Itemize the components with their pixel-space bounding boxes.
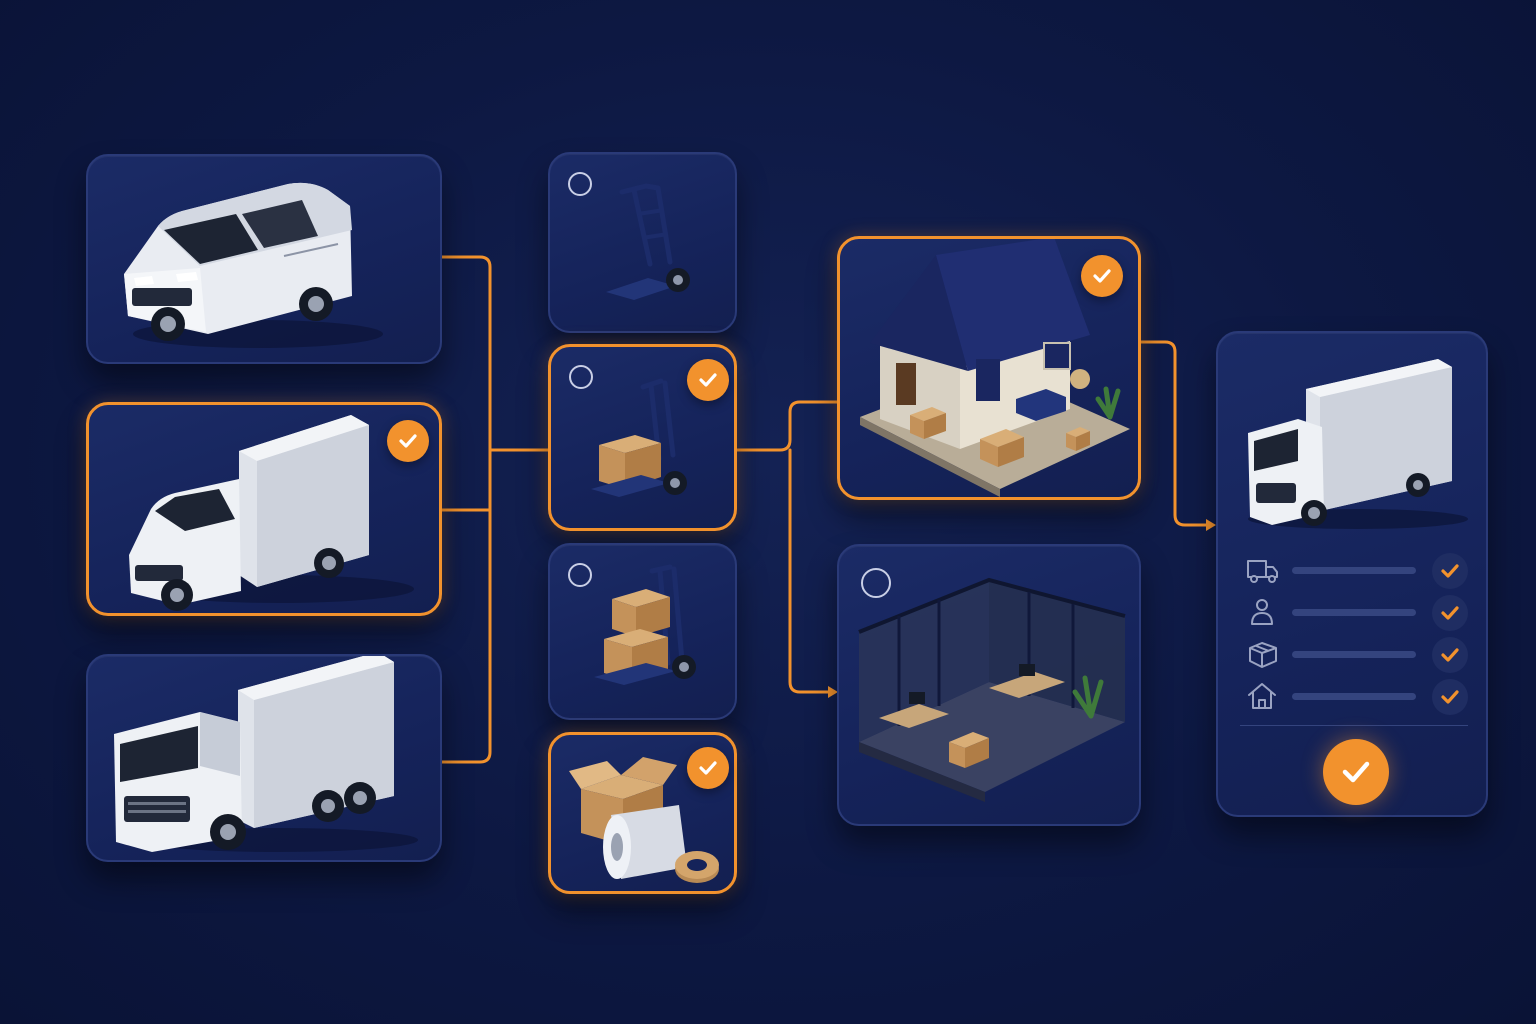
equipment-card-empty-hand-truck[interactable]: [548, 152, 737, 333]
summary-bar: [1292, 693, 1416, 700]
summary-row-destination: [1246, 677, 1474, 717]
row-check-icon: [1432, 553, 1468, 589]
packing-supplies-illustration: [569, 757, 719, 883]
summary-row-movers: [1246, 593, 1474, 633]
summary-bar: [1292, 567, 1416, 574]
box-icon: [1249, 642, 1277, 668]
summary-row-supplies: [1246, 635, 1474, 675]
order-summary-panel: [1216, 331, 1488, 817]
row-check-icon: [1432, 595, 1468, 631]
row-check-icon: [1432, 637, 1468, 673]
vehicle-card-small-van[interactable]: [86, 154, 442, 364]
truck-icon: [1247, 560, 1278, 583]
equipment-card-packing-supplies[interactable]: [548, 732, 737, 894]
large-truck-illustration: [114, 656, 418, 852]
check-icon: [1342, 761, 1370, 783]
house-illustration: [860, 239, 1130, 497]
selected-check-icon: [387, 420, 429, 462]
unselected-radio-icon: [861, 568, 891, 598]
destination-card-office[interactable]: [837, 544, 1141, 826]
selected-check-icon: [1081, 255, 1123, 297]
home-icon: [1248, 683, 1276, 709]
summary-bar: [1292, 651, 1416, 658]
vehicle-card-box-van[interactable]: [86, 402, 442, 616]
office-illustration: [858, 577, 1126, 802]
summary-row-vehicle: [1246, 551, 1474, 591]
vehicle-card-large-truck[interactable]: [86, 654, 442, 862]
selected-check-icon: [687, 747, 729, 789]
summary-bar: [1292, 609, 1416, 616]
hand-truck-two-boxes-illustration: [594, 564, 696, 685]
unselected-radio-icon: [569, 365, 593, 389]
equipment-card-hand-truck-one-box[interactable]: [548, 344, 737, 531]
summary-truck-illustration: [1248, 359, 1468, 529]
destination-card-house[interactable]: [837, 236, 1141, 500]
small-van-illustration: [124, 182, 383, 348]
confirm-button[interactable]: [1323, 739, 1389, 805]
unselected-radio-icon: [568, 563, 592, 587]
selected-check-icon: [687, 359, 729, 401]
hand-truck-box-illustration: [591, 378, 687, 497]
row-check-icon: [1432, 679, 1468, 715]
equipment-card-hand-truck-two-boxes[interactable]: [548, 543, 737, 720]
box-van-illustration: [129, 415, 414, 611]
person-icon: [1251, 599, 1273, 625]
hand-truck-illustration: [606, 183, 690, 300]
unselected-radio-icon: [568, 172, 592, 196]
summary-divider: [1240, 725, 1468, 726]
